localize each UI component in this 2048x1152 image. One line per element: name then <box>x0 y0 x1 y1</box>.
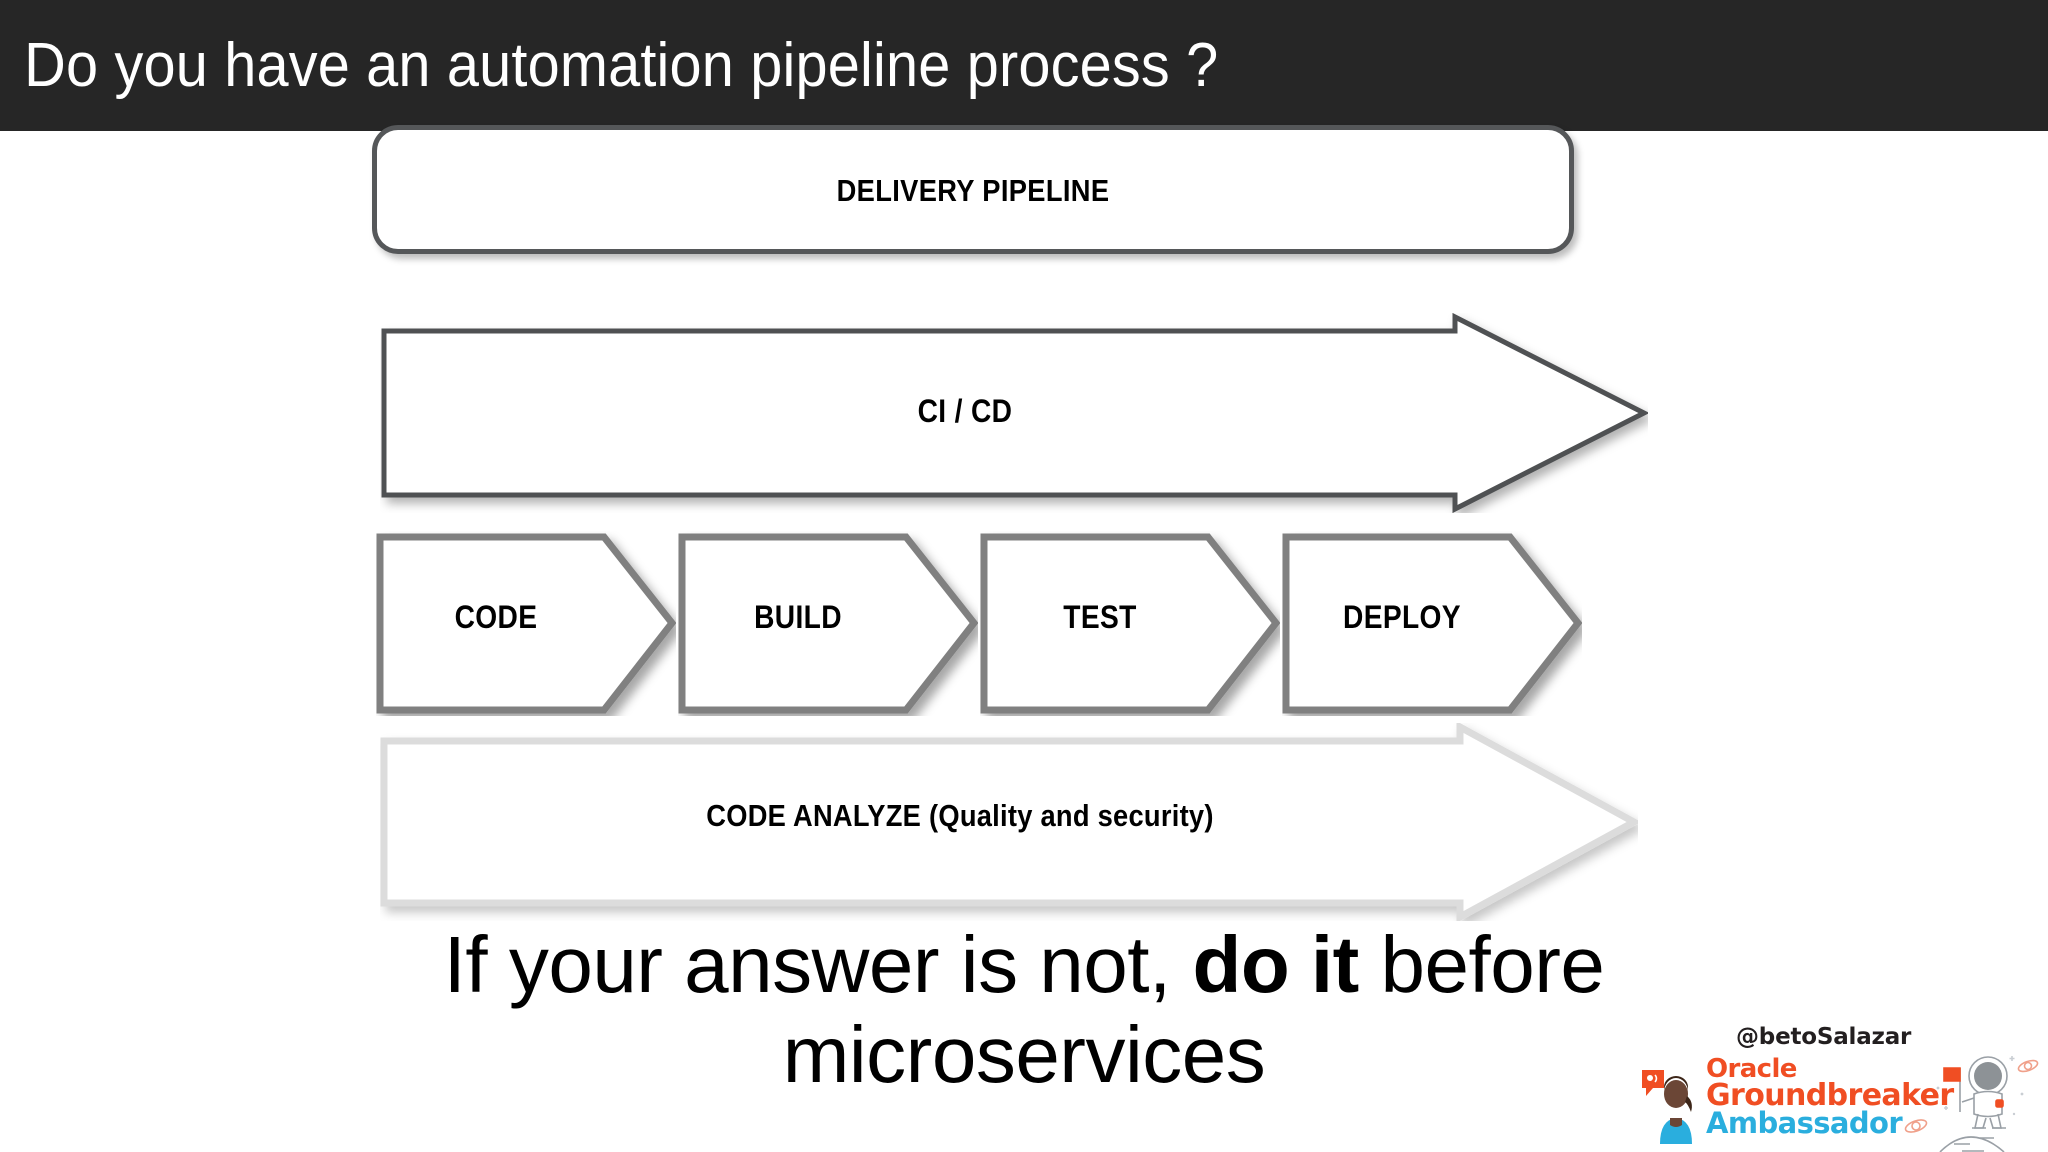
oracle-groundbreaker-wordmark: Oracle Groundbreaker Ambassador <box>1706 1054 1954 1140</box>
delivery-pipeline-box[interactable]: DELIVERY PIPELINE <box>372 125 1574 254</box>
caption-line1-pre: If your answer is not, <box>443 920 1193 1009</box>
slide-title-bar: Do you have an automation pipeline proce… <box>0 0 2048 131</box>
footer-branding: @betoSalazar Oracle Groundbreaker Ambass… <box>1640 1024 2040 1152</box>
pipeline-stages: CODE BUILD TEST DEPLOY <box>376 531 1636 716</box>
caption-line-2: microservices <box>782 1010 1266 1100</box>
chevron-icon <box>980 533 1281 714</box>
logo-line-groundbreaker: Groundbreaker <box>1706 1077 1954 1113</box>
delivery-pipeline-shape <box>372 125 1574 254</box>
cicd-arrow[interactable]: CI / CD <box>380 312 1650 514</box>
caption-line1-post: before <box>1358 920 1605 1009</box>
stage-build-label: BUILD <box>754 599 842 635</box>
pipeline-diagram: DELIVERY PIPELINE CI / CD CO <box>0 125 2048 923</box>
delivery-pipeline-label: DELIVERY PIPELINE <box>836 173 1110 208</box>
slide-caption: If your answer is not, do it before micr… <box>0 920 2048 1101</box>
code-analyze-arrow-shape <box>380 721 1642 923</box>
stage-test[interactable]: TEST <box>980 531 1281 716</box>
logo-line-ambassador: Ambassador <box>1706 1105 1903 1140</box>
chevron-icon <box>1282 533 1583 714</box>
logo-line-oracle: Oracle <box>1706 1054 1797 1084</box>
stage-test-label: TEST <box>1063 599 1137 635</box>
stage-deploy-label: DEPLOY <box>1343 599 1461 635</box>
chevron-icon <box>376 533 677 714</box>
stage-code[interactable]: CODE <box>376 531 677 716</box>
person-avatar-icon <box>1642 1070 1692 1144</box>
chevron-icon <box>678 533 979 714</box>
page-title: Do you have an automation pipeline proce… <box>24 31 1219 100</box>
stage-deploy[interactable]: DEPLOY <box>1282 531 1583 716</box>
code-analyze-arrow[interactable]: CODE ANALYZE (Quality and security) <box>380 721 1642 923</box>
stage-code-label: CODE <box>454 599 538 635</box>
stage-build[interactable]: BUILD <box>678 531 979 716</box>
cicd-arrow-shape <box>381 312 1650 514</box>
oracle-groundbreaker-logo: Oracle Groundbreaker Ambassador <box>1640 1056 1954 1150</box>
cicd-label: CI / CD <box>917 393 1013 429</box>
caption-line1-bold: do it <box>1192 920 1359 1009</box>
twitter-handle: @betoSalazar <box>1736 1024 1912 1050</box>
code-analyze-label: CODE ANALYZE (Quality and security) <box>706 798 1214 833</box>
caption-line-1: If your answer is not, do it before <box>0 920 2048 1010</box>
astronaut-illustration-icon <box>1904 1056 2039 1152</box>
